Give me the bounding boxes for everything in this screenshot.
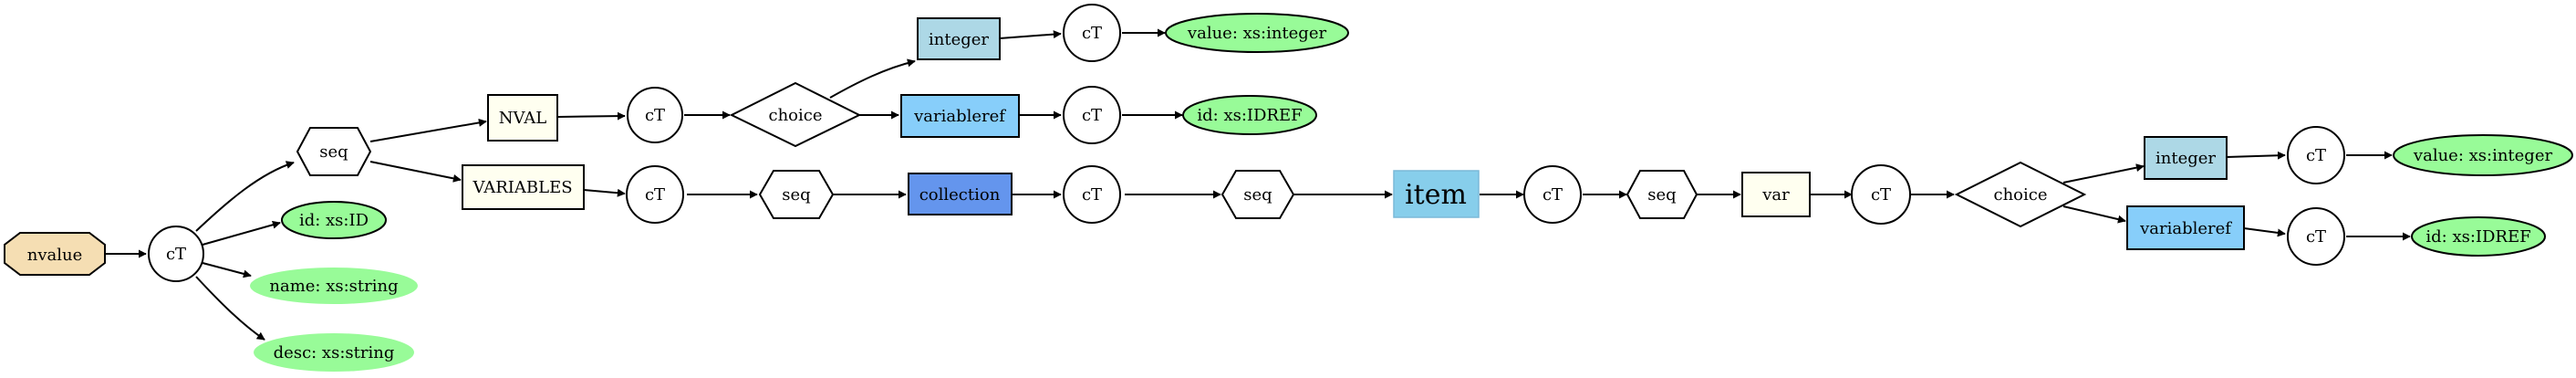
attribute-desc-label: desc: xs:string <box>274 343 395 362</box>
sequence-node: seq <box>1220 170 1295 219</box>
attribute-value-label: value: xs:integer <box>2413 146 2553 165</box>
ct-label: cT <box>1082 106 1102 125</box>
attribute-idref: id: xs:IDREF <box>1182 95 1317 135</box>
element-integer: integer <box>917 17 1001 60</box>
element-variables: VARIABLES <box>462 164 585 210</box>
attribute-value-label: value: xs:integer <box>1187 24 1327 43</box>
seq-label: seq <box>1243 185 1272 205</box>
complex-type-node: cT <box>148 226 204 282</box>
complex-type-node: cT <box>1063 165 1121 224</box>
element-item-label: item <box>1405 179 1467 211</box>
attribute-value: value: xs:integer <box>1165 13 1349 53</box>
complex-type-node: cT <box>626 165 684 224</box>
attribute-idref-label: id: xs:IDREF <box>2425 227 2530 247</box>
edge-choice-integer-2 <box>2062 163 2145 184</box>
edge-ct-seq <box>195 161 295 232</box>
attribute-id-label: id: xs:ID <box>299 211 369 230</box>
element-variableref: variableref <box>900 94 1020 138</box>
nvalue-label: nvalue <box>27 246 83 265</box>
element-nval: NVAL <box>487 94 558 142</box>
nvalue-octagon-shape <box>4 232 106 276</box>
choice-label: choice <box>1993 185 2047 205</box>
edge-choice-variableref-2 <box>2062 205 2126 224</box>
choice-node: choice <box>729 81 862 148</box>
ct-label: cT <box>1082 24 1102 43</box>
element-collection-label: collection <box>919 185 1001 205</box>
edge-ct-id <box>202 220 281 246</box>
seq-label: seq <box>319 142 348 162</box>
complex-type-node: cT <box>1851 164 1911 225</box>
element-var-label: var <box>1761 185 1790 205</box>
ct-label: cT <box>2306 227 2326 247</box>
element-integer: integer <box>2144 136 2228 180</box>
complex-type-node: cT <box>1063 4 1121 62</box>
ct-label: cT <box>1082 185 1102 205</box>
choice-label: choice <box>768 106 822 125</box>
attribute-name: name: xs:string <box>250 268 418 304</box>
element-nval-label: NVAL <box>499 109 547 128</box>
ct-label: cT <box>645 185 665 205</box>
ct-label: cT <box>166 245 186 264</box>
ct-label: cT <box>2306 146 2326 165</box>
edge-ct-desc <box>195 276 265 341</box>
attribute-desc: desc: xs:string <box>254 333 414 372</box>
edge-seq-nval <box>369 118 487 142</box>
element-integer-label: integer <box>2155 149 2216 168</box>
attribute-idref: id: xs:IDREF <box>2411 216 2546 257</box>
sequence-node: seq <box>758 170 835 219</box>
attribute-idref-label: id: xs:IDREF <box>1197 106 1302 125</box>
ct-label: cT <box>1542 185 1563 205</box>
sequence-node: seq <box>1626 170 1698 219</box>
element-collection: collection <box>908 173 1013 215</box>
attribute-name-label: name: xs:string <box>269 277 398 296</box>
edges <box>106 28 2411 341</box>
edge-integer-ct-1 <box>999 30 1062 39</box>
edge-nval-ct <box>557 111 626 121</box>
element-integer-label: integer <box>929 30 989 49</box>
complex-type-node: cT <box>1523 165 1582 224</box>
complex-type-node: cT <box>2287 126 2345 184</box>
edge-ct-name <box>202 262 252 278</box>
edge-integer-ct-2 <box>2226 151 2286 160</box>
element-variableref: variableref <box>2126 205 2245 250</box>
edge-seq-variables <box>369 161 462 183</box>
element-variableref-label: variableref <box>913 107 1006 126</box>
ct-label: cT <box>1871 185 1891 205</box>
choice-node: choice <box>1954 161 2087 228</box>
element-variableref-label: variableref <box>2139 219 2232 238</box>
root-node: nvalue <box>4 232 106 276</box>
edge-choice-integer-1 <box>829 58 916 99</box>
edge-variables-ct <box>583 188 626 197</box>
seq-label: seq <box>782 185 810 205</box>
element-item: item <box>1393 170 1480 218</box>
element-variables-label: VARIABLES <box>472 178 572 197</box>
attribute-value: value: xs:integer <box>2393 134 2573 176</box>
ct-label: cT <box>645 106 665 125</box>
attribute-id: id: xs:ID <box>281 201 387 239</box>
edge-variableref-ct-2 <box>2243 227 2286 237</box>
complex-type-node: cT <box>2287 207 2345 266</box>
sequence-node: seq <box>296 127 372 176</box>
seq-label: seq <box>1647 185 1676 205</box>
element-var: var <box>1741 172 1811 217</box>
complex-type-node: cT <box>1063 86 1121 144</box>
complex-type-node: cT <box>627 87 683 143</box>
